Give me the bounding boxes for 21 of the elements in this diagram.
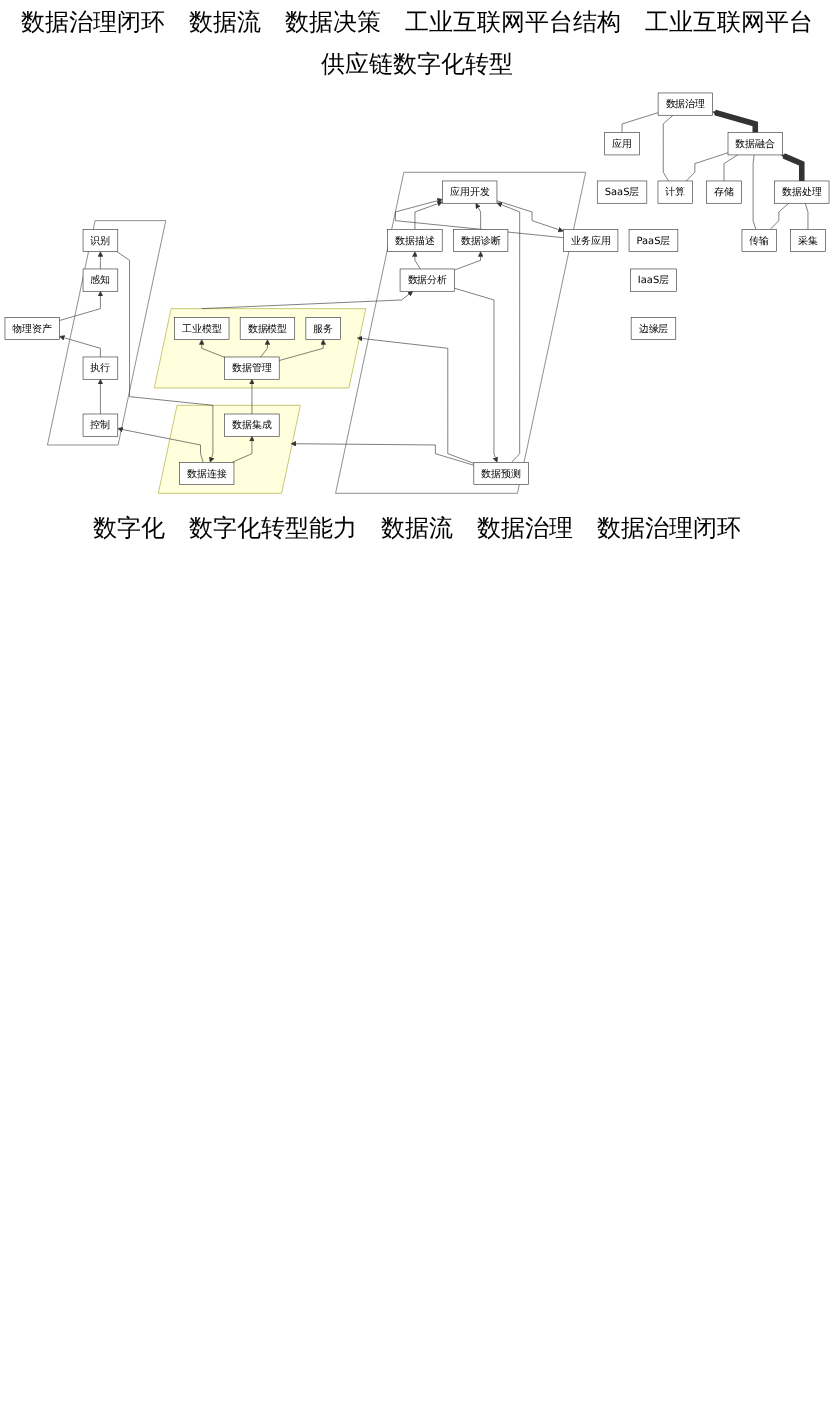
note-label: 数据治理闭环 [21, 6, 165, 40]
note-label: 工业互联网平台 [645, 6, 813, 40]
connector [621, 112, 659, 133]
note-label: 数据治理 [477, 512, 573, 547]
cluster [153, 308, 367, 389]
connector [752, 154, 757, 230]
note-label: 数据流 [381, 512, 453, 547]
note-label: 数据治理闭环 [597, 512, 741, 547]
note-label: 数据决策 [285, 6, 381, 40]
connector [686, 152, 729, 182]
note-label: 数据流 [189, 6, 261, 40]
note-label: 数字化转型能力 [189, 512, 357, 547]
connector [662, 114, 674, 182]
arrow [781, 153, 805, 181]
note-label: 工业互联网平台结构 [405, 6, 621, 40]
note-label: 数字化 [93, 512, 165, 547]
connector [723, 154, 738, 182]
note-label: 供应链数字化转型 [321, 48, 513, 82]
arrow [712, 109, 759, 133]
connector [770, 202, 790, 230]
connector [804, 202, 809, 230]
